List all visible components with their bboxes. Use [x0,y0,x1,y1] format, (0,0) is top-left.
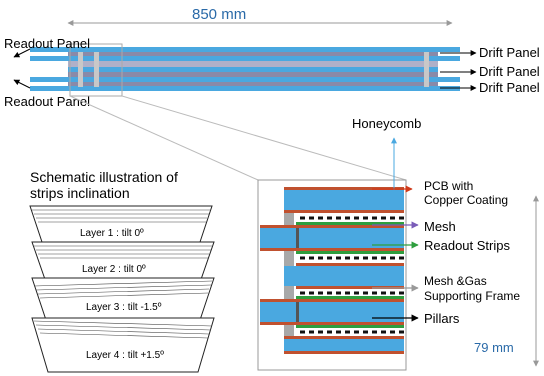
pcb-label-line1: PCB with [424,179,473,193]
readout-panel-bottom-arrow [13,79,31,89]
thickness-label: 79 mm [474,340,514,355]
drift-panel-label-2: Drift Panel [479,64,540,79]
mesh-label: Mesh [424,219,456,234]
layer-1-label: Layer 1 : tilt 0º [80,228,144,239]
readout-panel-2 [260,296,404,328]
pillars [296,228,299,322]
layer-3: Layer 3 : tilt -1.5º [31,277,215,327]
drift-panel-bottom [284,336,404,354]
length-label: 850 mm [192,6,246,23]
zoom-region-box [69,43,123,97]
top-view: 850 mm Readout Panel Readout Panel [4,6,540,181]
readout-panel-top-label: Readout Panel [4,36,90,51]
cross-section: Honeycomb PCB with Copper Coating Mesh R… [257,116,539,371]
schematic-title-line1: Schematic illustration of [30,169,178,185]
readout-strips-label: Readout Strips [424,238,510,253]
layer-2-label: Layer 2 : tilt 0º [82,264,146,275]
drift-panel-label-3: Drift Panel [479,80,540,95]
layer-4-label: Layer 4 : tilt +1.5º [86,350,164,361]
layer-3-label: Layer 3 : tilt -1.5º [86,302,162,313]
panel-stack [30,47,460,91]
honeycomb-label: Honeycomb [352,116,421,131]
frame-label-line2: Supporting Frame [424,289,520,303]
layer-4: Layer 4 : tilt +1.5º [31,317,215,373]
drift-panel-top [284,187,404,213]
zoom-line-left [69,95,259,181]
strip-schematic: Schematic illustration of strips inclina… [29,169,215,373]
readout-panel-top-arrow [13,48,31,58]
readout-panel-bottom-label: Readout Panel [4,94,90,109]
drift-panel-middle [284,263,404,289]
pcb-label-line2: Copper Coating [424,193,508,207]
readout-panel-1 [260,222,404,254]
zoom-line-right [121,95,407,181]
frame-label-line1: Mesh &Gas [424,274,487,288]
pillars-label: Pillars [424,311,460,326]
drift-panel-label-1: Drift Panel [479,45,540,60]
schematic-title-line2: strips inclination [30,185,130,201]
layer-2: Layer 2 : tilt 0º [31,241,215,289]
